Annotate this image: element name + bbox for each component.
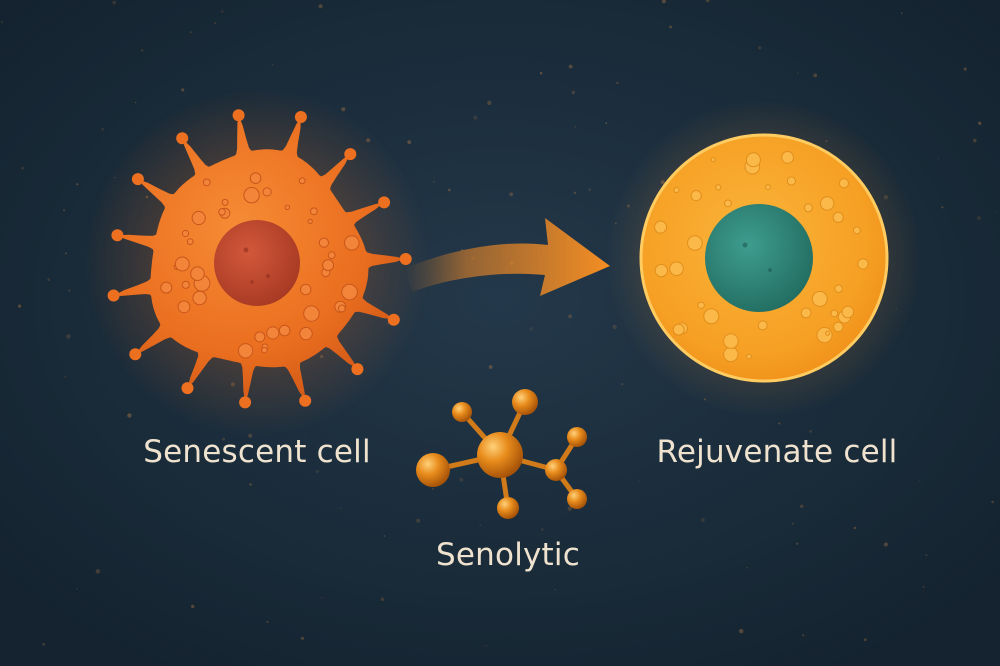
molecule-atoms: [416, 389, 587, 519]
senolytic-label: Senolytic: [436, 537, 580, 573]
rejuvenated-cell-label: Rejuvenate cell: [656, 434, 898, 470]
senescent-cell: [82, 87, 432, 437]
rejuvenated-nucleus: [705, 204, 813, 312]
transition-arrow: [405, 218, 610, 296]
senolytic-molecule: [416, 389, 587, 519]
senescent-nucleus: [214, 220, 300, 306]
senescent-surface-bumps: [107, 109, 412, 409]
right-arrow-icon: [405, 218, 610, 296]
rejuvenated-surface-bumps: [654, 151, 869, 363]
rejuvenated-cell: [604, 98, 924, 418]
senescent-cell-label: Senescent cell: [143, 434, 371, 470]
